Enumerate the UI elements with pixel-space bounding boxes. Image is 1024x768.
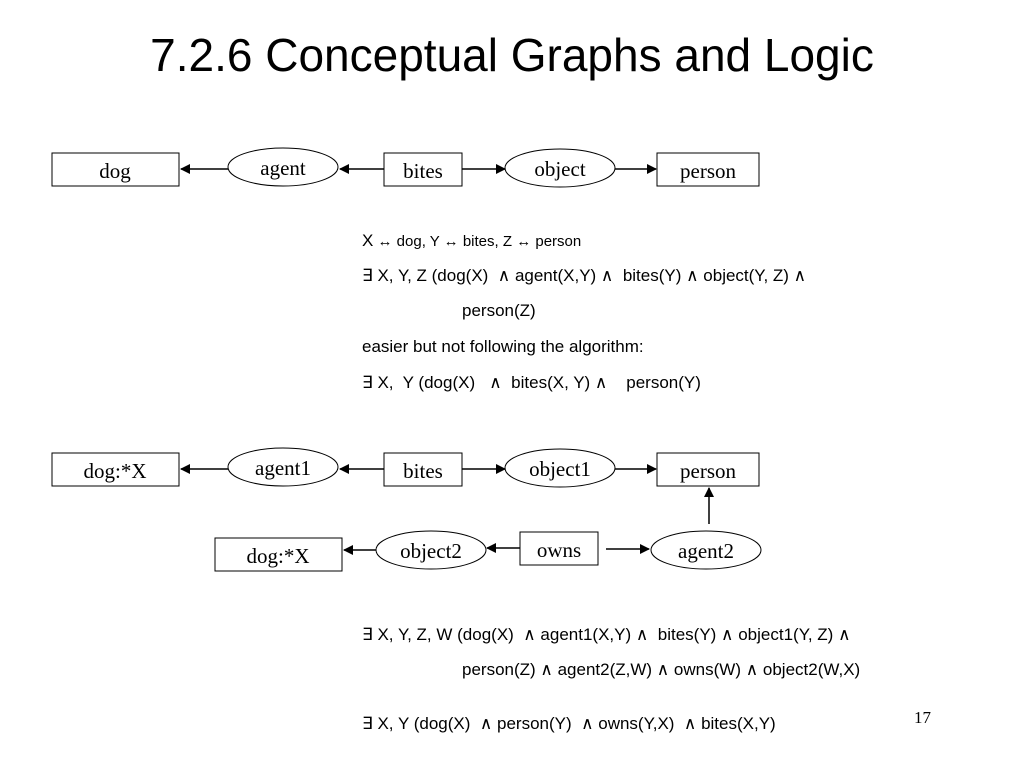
formula4: ∃ X, Y (dog(X) ∧ person(Y) ∧ owns(Y,X) ∧…	[362, 714, 776, 733]
relation-object-label: object	[534, 157, 585, 181]
graph2: dog:*X agent1 bites object1 person dog:*…	[51, 447, 762, 572]
relation-agent2-label: agent2	[678, 539, 734, 563]
formula2: ∃ X, Y (dog(X) ∧ bites(X, Y) ∧ person(Y)	[362, 373, 701, 392]
relation-agent1-label: agent1	[255, 456, 311, 480]
concept-owns	[519, 531, 599, 566]
concept-bites-2-label: bites	[403, 459, 443, 483]
relation-agent-label: agent	[260, 156, 306, 180]
algorithm-note: easier but not following the algorithm:	[362, 337, 644, 356]
concept-dog-x-2-label: dog:*X	[247, 544, 310, 568]
mapping-rest: ↔ dog, Y ↔ bites, Z ↔ person	[373, 233, 582, 250]
concept-person-2	[656, 452, 760, 487]
concept-bites	[383, 152, 463, 187]
concept-bites-label: bites	[403, 159, 443, 183]
concept-dog-label: dog	[99, 159, 131, 183]
formula1-line1: ∃ X, Y, Z (dog(X) ∧ agent(X,Y) ∧ bites(Y…	[362, 266, 807, 285]
relation-agent2	[650, 530, 762, 570]
concept-person-2-label: person	[680, 459, 736, 483]
formula3-line1: ∃ X, Y, Z, W (dog(X) ∧ agent1(X,Y) ∧ bit…	[362, 625, 851, 644]
relation-agent	[227, 147, 339, 187]
graph1: dog agent bites object person	[51, 147, 760, 188]
concept-dog-x	[51, 452, 180, 487]
concept-owns-label: owns	[537, 538, 581, 562]
formula1-line2: person(Z)	[462, 301, 536, 320]
relation-object1-label: object1	[529, 457, 591, 481]
concept-dog-x-2	[214, 537, 343, 572]
concept-person	[656, 152, 760, 187]
formula3-line2: person(Z) ∧ agent2(Z,W) ∧ owns(W) ∧ obje…	[462, 660, 861, 679]
concept-person-label: person	[680, 159, 736, 183]
concept-dog	[51, 152, 180, 187]
page-number: 17	[914, 708, 931, 727]
mapping-line: X ↔ dog, Y ↔ bites, Z ↔ person	[362, 231, 581, 251]
relation-object2-label: object2	[400, 539, 462, 563]
concept-dog-x-label: dog:*X	[84, 459, 147, 483]
slide-title: 7.2.6 Conceptual Graphs and Logic	[150, 29, 874, 81]
relation-agent1	[227, 447, 339, 487]
mapping-x-var: X	[362, 231, 374, 250]
